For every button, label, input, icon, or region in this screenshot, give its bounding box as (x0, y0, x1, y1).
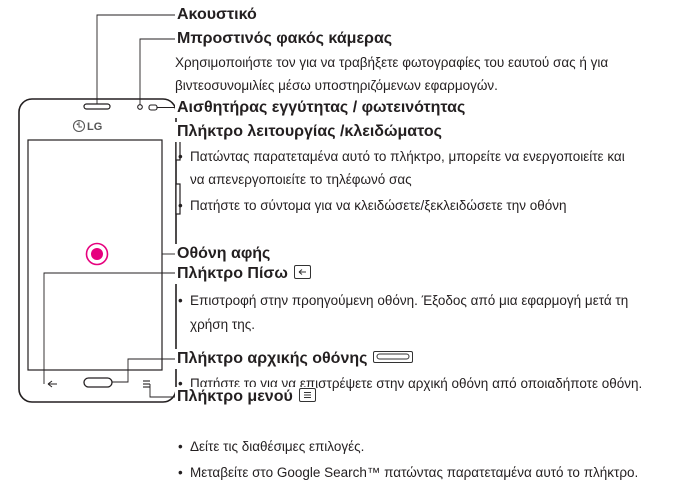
earpiece (83, 103, 111, 110)
label-proximity-sensor: Αισθητήρας εγγύτητας / φωτεινότητας (175, 98, 466, 118)
leader-front-camera (139, 38, 177, 105)
label-home-key: Πλήκτρο αρχικής οθόνης (175, 349, 414, 369)
lg-logo-text: LG (87, 121, 102, 133)
label-power-key: Πλήκτρο λειτουργίας /κλειδώματος (175, 122, 442, 142)
menu-bullet-1: Δείτε τις διαθέσιμες επιλογές. (178, 437, 364, 457)
back-bullet-line-2: χρήση της. (190, 317, 255, 332)
label-touchscreen: Οθόνη αφής (175, 244, 271, 264)
proximity-sensor (148, 104, 158, 111)
front-camera-desc-line-2: βιντεοσυνομιλίες μέσω υποστηριζόμενων εφ… (175, 78, 498, 93)
front-camera-desc-line-1: Χρησιμοποιήστε τον για να τραβήξετε φωτο… (175, 55, 609, 70)
leader-back-key (43, 272, 177, 384)
lg-logo: LG (72, 119, 102, 133)
back-bullet-line-1: Επιστροφή στην προηγούμενη οθόνη. Έξοδος… (178, 291, 628, 311)
back-key-icon (293, 264, 311, 279)
back-key-glyph (47, 380, 57, 388)
menu-key-glyph (143, 380, 150, 388)
power-bullet-1-line-1: Πατώντας παρατεταμένα αυτό το πλήκτρο, μ… (178, 147, 625, 167)
leader-home-key (112, 358, 177, 383)
menu-key-icon (298, 387, 316, 402)
leader-lines (43, 14, 177, 398)
label-earpiece: Ακουστικό (175, 5, 257, 25)
home-key-label-text: Πλήκτρο αρχικής οθόνης (177, 350, 368, 367)
label-front-camera: Μπροστινός φακός κάμερας (175, 29, 393, 49)
power-bullet-1-line-2: να απενεργοποιείτε το τηλέφωνό σας (190, 172, 412, 187)
label-menu-key: Πλήκτρο μενού (175, 387, 316, 407)
touch-marker (85, 242, 109, 266)
leader-menu-key (149, 384, 177, 398)
home-key-icon (373, 350, 414, 363)
menu-key-label-text: Πλήκτρο μενού (177, 388, 293, 405)
menu-bullet-2: Μεταβείτε στο Google Search™ πατώντας πα… (178, 463, 638, 483)
front-camera-lens (137, 104, 143, 110)
back-key-label-text: Πλήκτρο Πίσω (177, 265, 288, 282)
home-key (83, 377, 113, 388)
leader-earpiece (96, 14, 177, 104)
label-back-key: Πλήκτρο Πίσω (175, 264, 311, 284)
power-bullet-2: Πατήστε το σύντομα για να κλειδώσετε/ξεκ… (178, 196, 567, 216)
